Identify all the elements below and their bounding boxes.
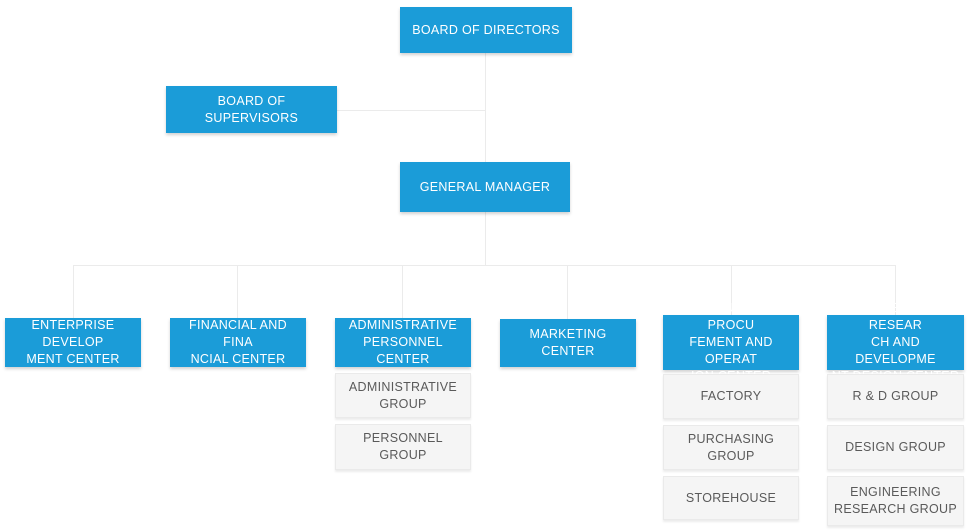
- node-purchasing-group[interactable]: PURCHASING GROUP: [663, 425, 799, 470]
- node-board-of-supervisors[interactable]: BOARD OF SUPERVISORS: [166, 86, 337, 133]
- connector-drop-administrative: [402, 266, 403, 318]
- node-personnel-group[interactable]: PERSONNEL GROUP: [335, 424, 471, 470]
- node-administrative-personnel-center[interactable]: ADMINISTRATIVE PERSONNEL CENTER: [335, 318, 471, 367]
- node-production-procurement-operation-center[interactable]: PRODUCTION PROCU FEMENT AND OPERAT ION C…: [663, 301, 799, 383]
- connector-drop-engineering: [895, 266, 896, 315]
- connector-drop-financial: [237, 266, 238, 318]
- node-financial-center[interactable]: FINANCIAL AND FINA NCIAL CENTER: [170, 318, 306, 367]
- connector-line-supervisors: [337, 110, 485, 111]
- connector-drop-production: [731, 266, 732, 315]
- connector-line-departments-span: [73, 265, 896, 266]
- node-engineering-research-group[interactable]: ENGINEERING RESEARCH GROUP: [827, 476, 964, 526]
- connector-drop-marketing: [567, 266, 568, 319]
- node-administrative-group[interactable]: ADMINISTRATIVE GROUP: [335, 373, 471, 418]
- node-enterprise-development-center[interactable]: ENTERPRISE DEVELOP MENT CENTER: [5, 318, 141, 367]
- node-storehouse[interactable]: STOREHOUSE: [663, 476, 799, 520]
- node-board-of-directors[interactable]: BOARD OF DIRECTORS: [400, 7, 572, 53]
- node-marketing-center[interactable]: MARKETING CENTER: [500, 319, 636, 367]
- connector-line-gm-down: [485, 212, 486, 266]
- node-factory[interactable]: FACTORY: [663, 374, 799, 419]
- node-design-group[interactable]: DESIGN GROUP: [827, 425, 964, 470]
- node-engineering-rd-design-center[interactable]: ENGINEERING RESEAR CH AND DEVELOPME NT D…: [827, 301, 964, 383]
- node-rd-group[interactable]: R & D GROUP: [827, 374, 964, 419]
- node-general-manager[interactable]: GENERAL MANAGER: [400, 162, 570, 212]
- connector-drop-enterprise: [73, 266, 74, 318]
- connector-line-directors-to-gm: [485, 53, 486, 162]
